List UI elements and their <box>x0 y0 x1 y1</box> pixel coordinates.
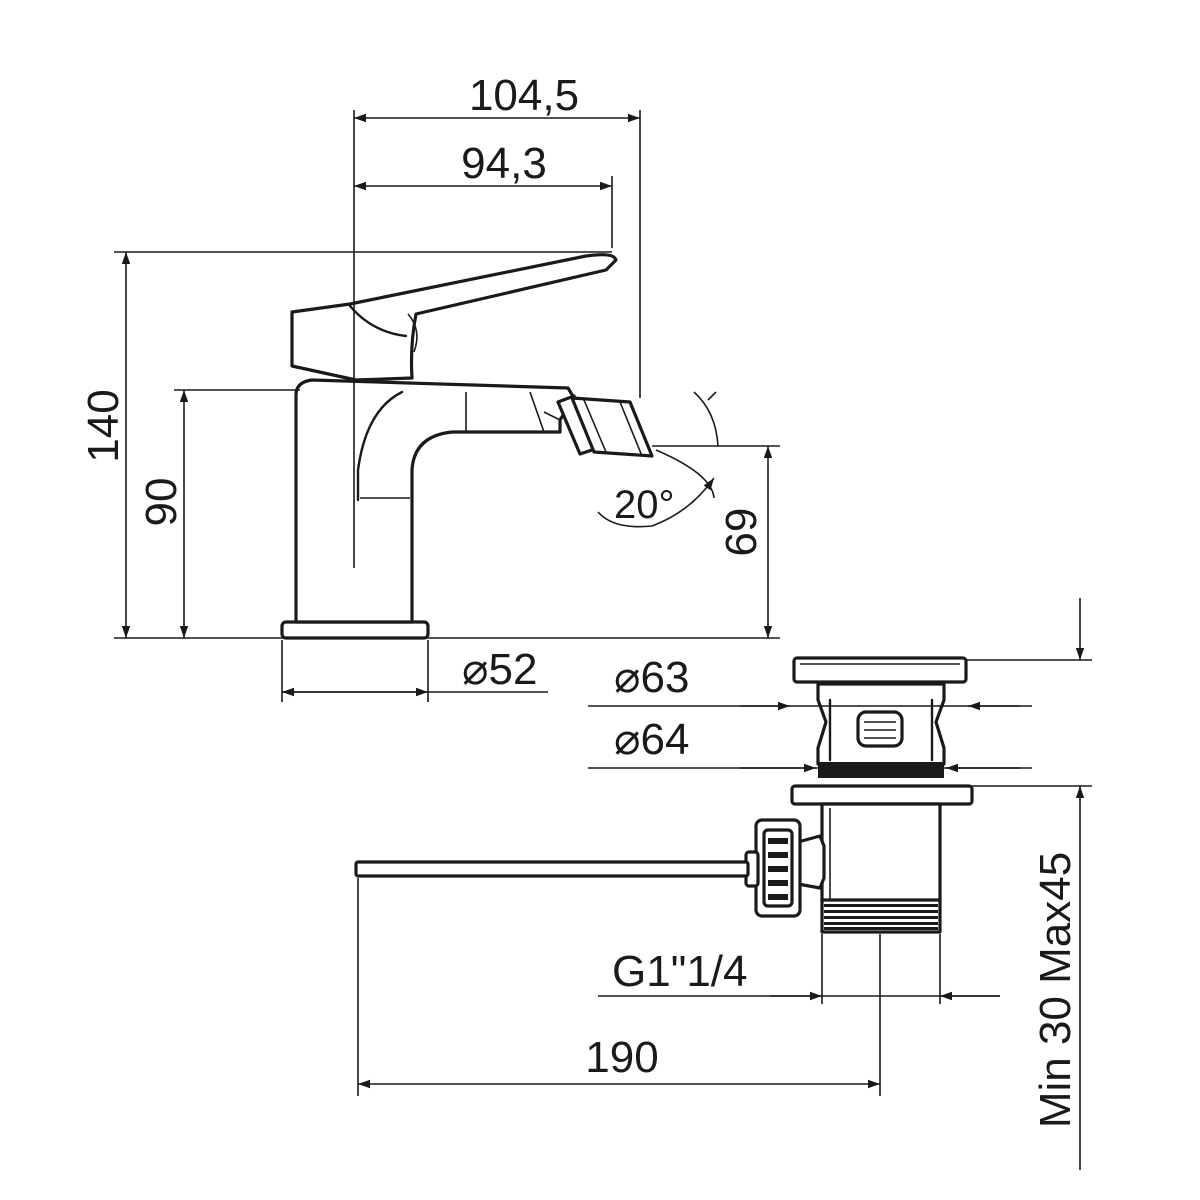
waste-pull-rod <box>354 860 750 878</box>
waste-dimension-lines <box>357 598 1092 1170</box>
waste-thread <box>820 898 942 934</box>
tap-base-ring <box>280 620 430 640</box>
dim-outlet-height: 69 <box>716 508 765 557</box>
tap-spout-body <box>294 378 576 624</box>
dim-waste-flange-diameter: ⌀63 <box>614 653 689 702</box>
dim-nozzle-angle: 20° <box>614 483 675 527</box>
dim-spout-reach-overall: 104,5 <box>469 71 579 120</box>
dim-rod-length: 190 <box>585 1033 658 1082</box>
dim-waste-body-diameter: ⌀64 <box>614 715 689 764</box>
waste-slot-icon <box>856 710 904 748</box>
dim-spout-reach-nozzle: 94,3 <box>461 139 547 188</box>
dim-spout-height: 90 <box>137 478 186 527</box>
waste-flange <box>790 784 974 806</box>
bidet-nozzle <box>543 394 654 458</box>
dim-waste-thread: G1"1/4 <box>612 947 747 996</box>
dim-total-height: 140 <box>79 389 128 462</box>
waste-top-cap <box>792 656 968 684</box>
tap-dimension-lines <box>114 110 780 702</box>
rod-connector-nut <box>744 818 802 918</box>
tap-lever-handle <box>290 253 618 382</box>
pop-up-waste-assembly <box>354 656 974 934</box>
mixer-tap-body <box>280 253 654 640</box>
dim-base-diameter: ⌀52 <box>462 645 537 694</box>
waste-lower-body <box>820 802 942 904</box>
dim-basin-thickness-range: Min 30 Max45 <box>1031 852 1080 1128</box>
